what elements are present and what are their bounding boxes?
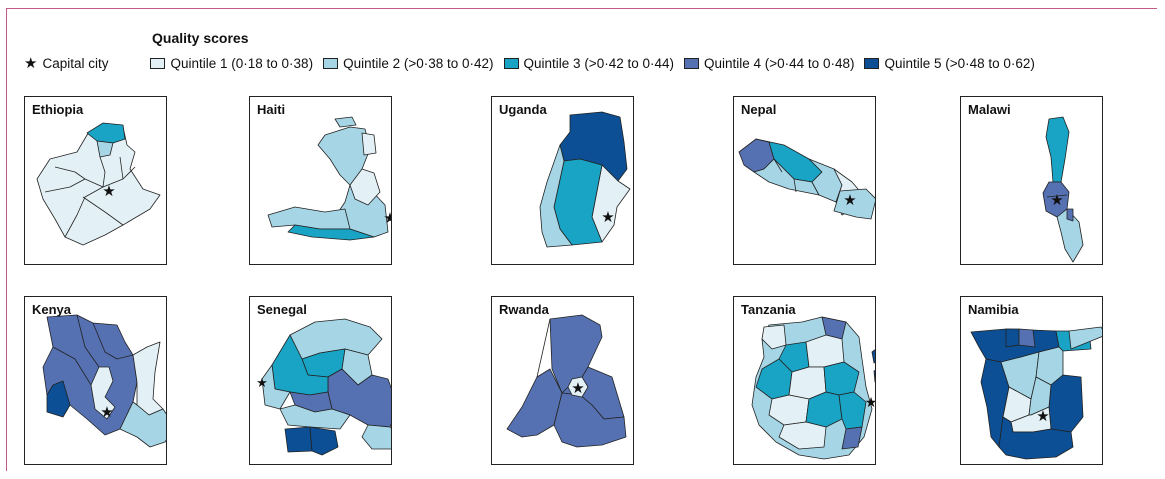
capital-star: ★ <box>601 209 614 226</box>
star-icon: ★ <box>24 55 38 72</box>
legend-capital-label: Capital city <box>42 56 109 71</box>
legend-swatch <box>503 58 519 69</box>
country-name: Tanzania <box>741 302 796 317</box>
legend-quintile-4: Quintile 4 (>0·44 to 0·48) <box>684 56 854 71</box>
haiti-map: ★ <box>267 116 391 241</box>
malawi-map: ★ <box>1042 116 1084 263</box>
legend-quintile-label: Quintile 3 (>0·42 to 0·44) <box>523 56 674 71</box>
legend-quintile-5: Quintile 5 (>0·48 to 0·62) <box>864 56 1035 71</box>
map-panel-namibia: ★ Namibia <box>960 296 1103 465</box>
capital-star: ★ <box>843 192 856 209</box>
capital-star: ★ <box>1050 192 1063 209</box>
legend-swatch <box>684 58 699 69</box>
country-name: Namibia <box>968 302 1019 317</box>
capital-star: ★ <box>102 183 115 200</box>
map-panel-ethiopia: ★ Ethiopia <box>24 96 167 265</box>
legend-quintile-label: Quintile 1 (0·18 to 0·38) <box>170 56 314 71</box>
rwanda-map: ★ <box>506 314 627 448</box>
country-name: Uganda <box>499 102 547 117</box>
map-panel-haiti: ★ Haiti <box>249 96 392 265</box>
country-name: Ethiopia <box>32 102 84 117</box>
legend-swatch <box>323 58 339 69</box>
country-name: Haiti <box>257 102 286 117</box>
legend-quintile-2: Quintile 2 (>0·38 to 0·42) <box>323 56 494 71</box>
legend: ★ Capital city Quintile 1 (0·18 to 0·38)… <box>24 56 1045 71</box>
legend-quintile-label: Quintile 2 (>0·38 to 0·42) <box>343 56 494 71</box>
senegal-map: ★ <box>256 318 391 456</box>
capital-star: ★ <box>571 380 584 397</box>
map-panel-tanzania: ★ Tanzania <box>733 296 876 465</box>
legend-quintile-label: Quintile 4 (>0·44 to 0·48) <box>704 56 855 71</box>
country-name: Rwanda <box>499 302 549 317</box>
map-panel-rwanda: ★ Rwanda <box>491 296 634 465</box>
legend-quintile-1: Quintile 1 (0·18 to 0·38) <box>150 56 313 71</box>
capital-star: ★ <box>1036 408 1049 425</box>
country-name: Malawi <box>968 102 1011 117</box>
capital-star: ★ <box>256 375 268 390</box>
country-name: Kenya <box>32 302 72 317</box>
tanzania-map: ★ <box>751 316 875 460</box>
figure-frame <box>6 8 1157 471</box>
capital-star: ★ <box>383 210 391 227</box>
country-name: Senegal <box>257 302 307 317</box>
namibia-map: ★ <box>970 326 1102 460</box>
map-panel-uganda: ★ Uganda <box>491 96 634 265</box>
map-panel-senegal: ★ Senegal <box>249 296 392 465</box>
capital-star: ★ <box>100 404 113 421</box>
capital-star: ★ <box>865 394 875 410</box>
legend-quintile-label: Quintile 5 (>0·48 to 0·62) <box>884 56 1035 71</box>
map-panel-malawi: ★ Malawi <box>960 96 1103 265</box>
legend-capital: ★ Capital city <box>24 56 108 71</box>
kenya-map: ★ <box>42 314 166 448</box>
legend-quintile-3: Quintile 3 (>0·42 to 0·44) <box>503 56 674 71</box>
ethiopia-map: ★ <box>36 122 161 246</box>
legend-swatch <box>864 58 880 69</box>
legend-title: Quality scores <box>152 30 249 46</box>
country-name: Nepal <box>741 102 777 117</box>
uganda-map: ★ <box>539 111 631 248</box>
map-panel-kenya: ★ Kenya <box>24 296 167 465</box>
nepal-map: ★ <box>738 138 875 220</box>
legend-swatch <box>150 58 166 69</box>
map-panel-nepal: ★ Nepal <box>733 96 876 265</box>
